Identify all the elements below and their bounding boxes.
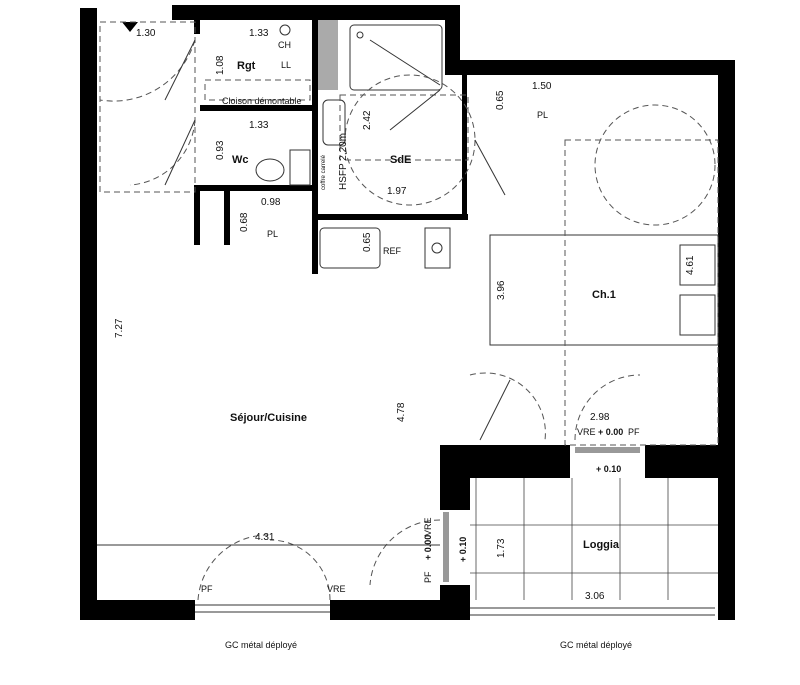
label-pl-ch1: PL [537,110,548,120]
water-heater [279,24,291,36]
label-ref: REF [383,246,402,256]
mark-pf: PF [628,427,640,437]
mark-vre: VRE [327,584,346,594]
dim: 3.06 [585,591,605,602]
mark-level: + 0.10 [596,464,621,474]
cooktop [424,227,451,269]
room-label-wc: Wc [232,154,249,166]
sink [319,227,381,269]
label-cloison: Cloison démontable [222,96,302,106]
dim: 0.65 [362,232,373,252]
mark-level: + 0.00 [423,535,433,560]
dim: 3.96 [496,280,507,300]
dim: 0.98 [261,197,281,208]
mark-vre: VRE [577,427,596,437]
dim: 4.61 [685,255,696,275]
label-ll: LL [281,60,291,70]
dim: 1.30 [136,28,156,39]
dim: 7.27 [114,318,125,338]
loggia-grid [470,478,718,600]
walls [80,5,735,620]
dim: 2.42 [362,110,373,130]
mark-level: + 0.00 [598,427,623,437]
label-railing: GC métal déployé [560,640,632,650]
dim: 1.33 [249,120,269,131]
room-label-sde: SdE [390,154,411,166]
room-label-rgt: Rgt [237,60,256,72]
mark-level: + 0.10 [458,537,468,562]
mark-vre: VRE [423,517,433,536]
dim: 0.93 [215,140,226,160]
dim: 1.73 [496,538,507,558]
dim: 0.65 [495,90,506,110]
entry-arrow-icon [122,22,138,32]
dim: 2.98 [590,412,610,423]
dim: 1.33 [249,28,269,39]
label-coffre: coffre carrelé [321,154,327,190]
label-railing: GC métal déployé [225,640,297,650]
dim: 0.68 [239,212,250,232]
room-label-ch1: Ch.1 [592,289,616,301]
label-pl-wc: PL [267,229,278,239]
dim: 1.50 [532,81,552,92]
dim: 4.78 [396,402,407,422]
mark-pf: PF [201,584,213,594]
label-hsfp: HSFP 2.20m [338,133,349,190]
mark-pf: PF [423,571,433,583]
dim: 1.08 [215,55,226,75]
room-label-sejour: Séjour/Cuisine [230,412,307,424]
fixtures [97,21,719,616]
toilet [255,158,285,182]
dim: 4.31 [255,532,275,543]
room-label-loggia: Loggia [583,539,620,551]
shower [349,24,443,91]
label-ch: CH [278,40,291,50]
dim: 1.97 [387,186,407,197]
washbasin [322,99,346,146]
